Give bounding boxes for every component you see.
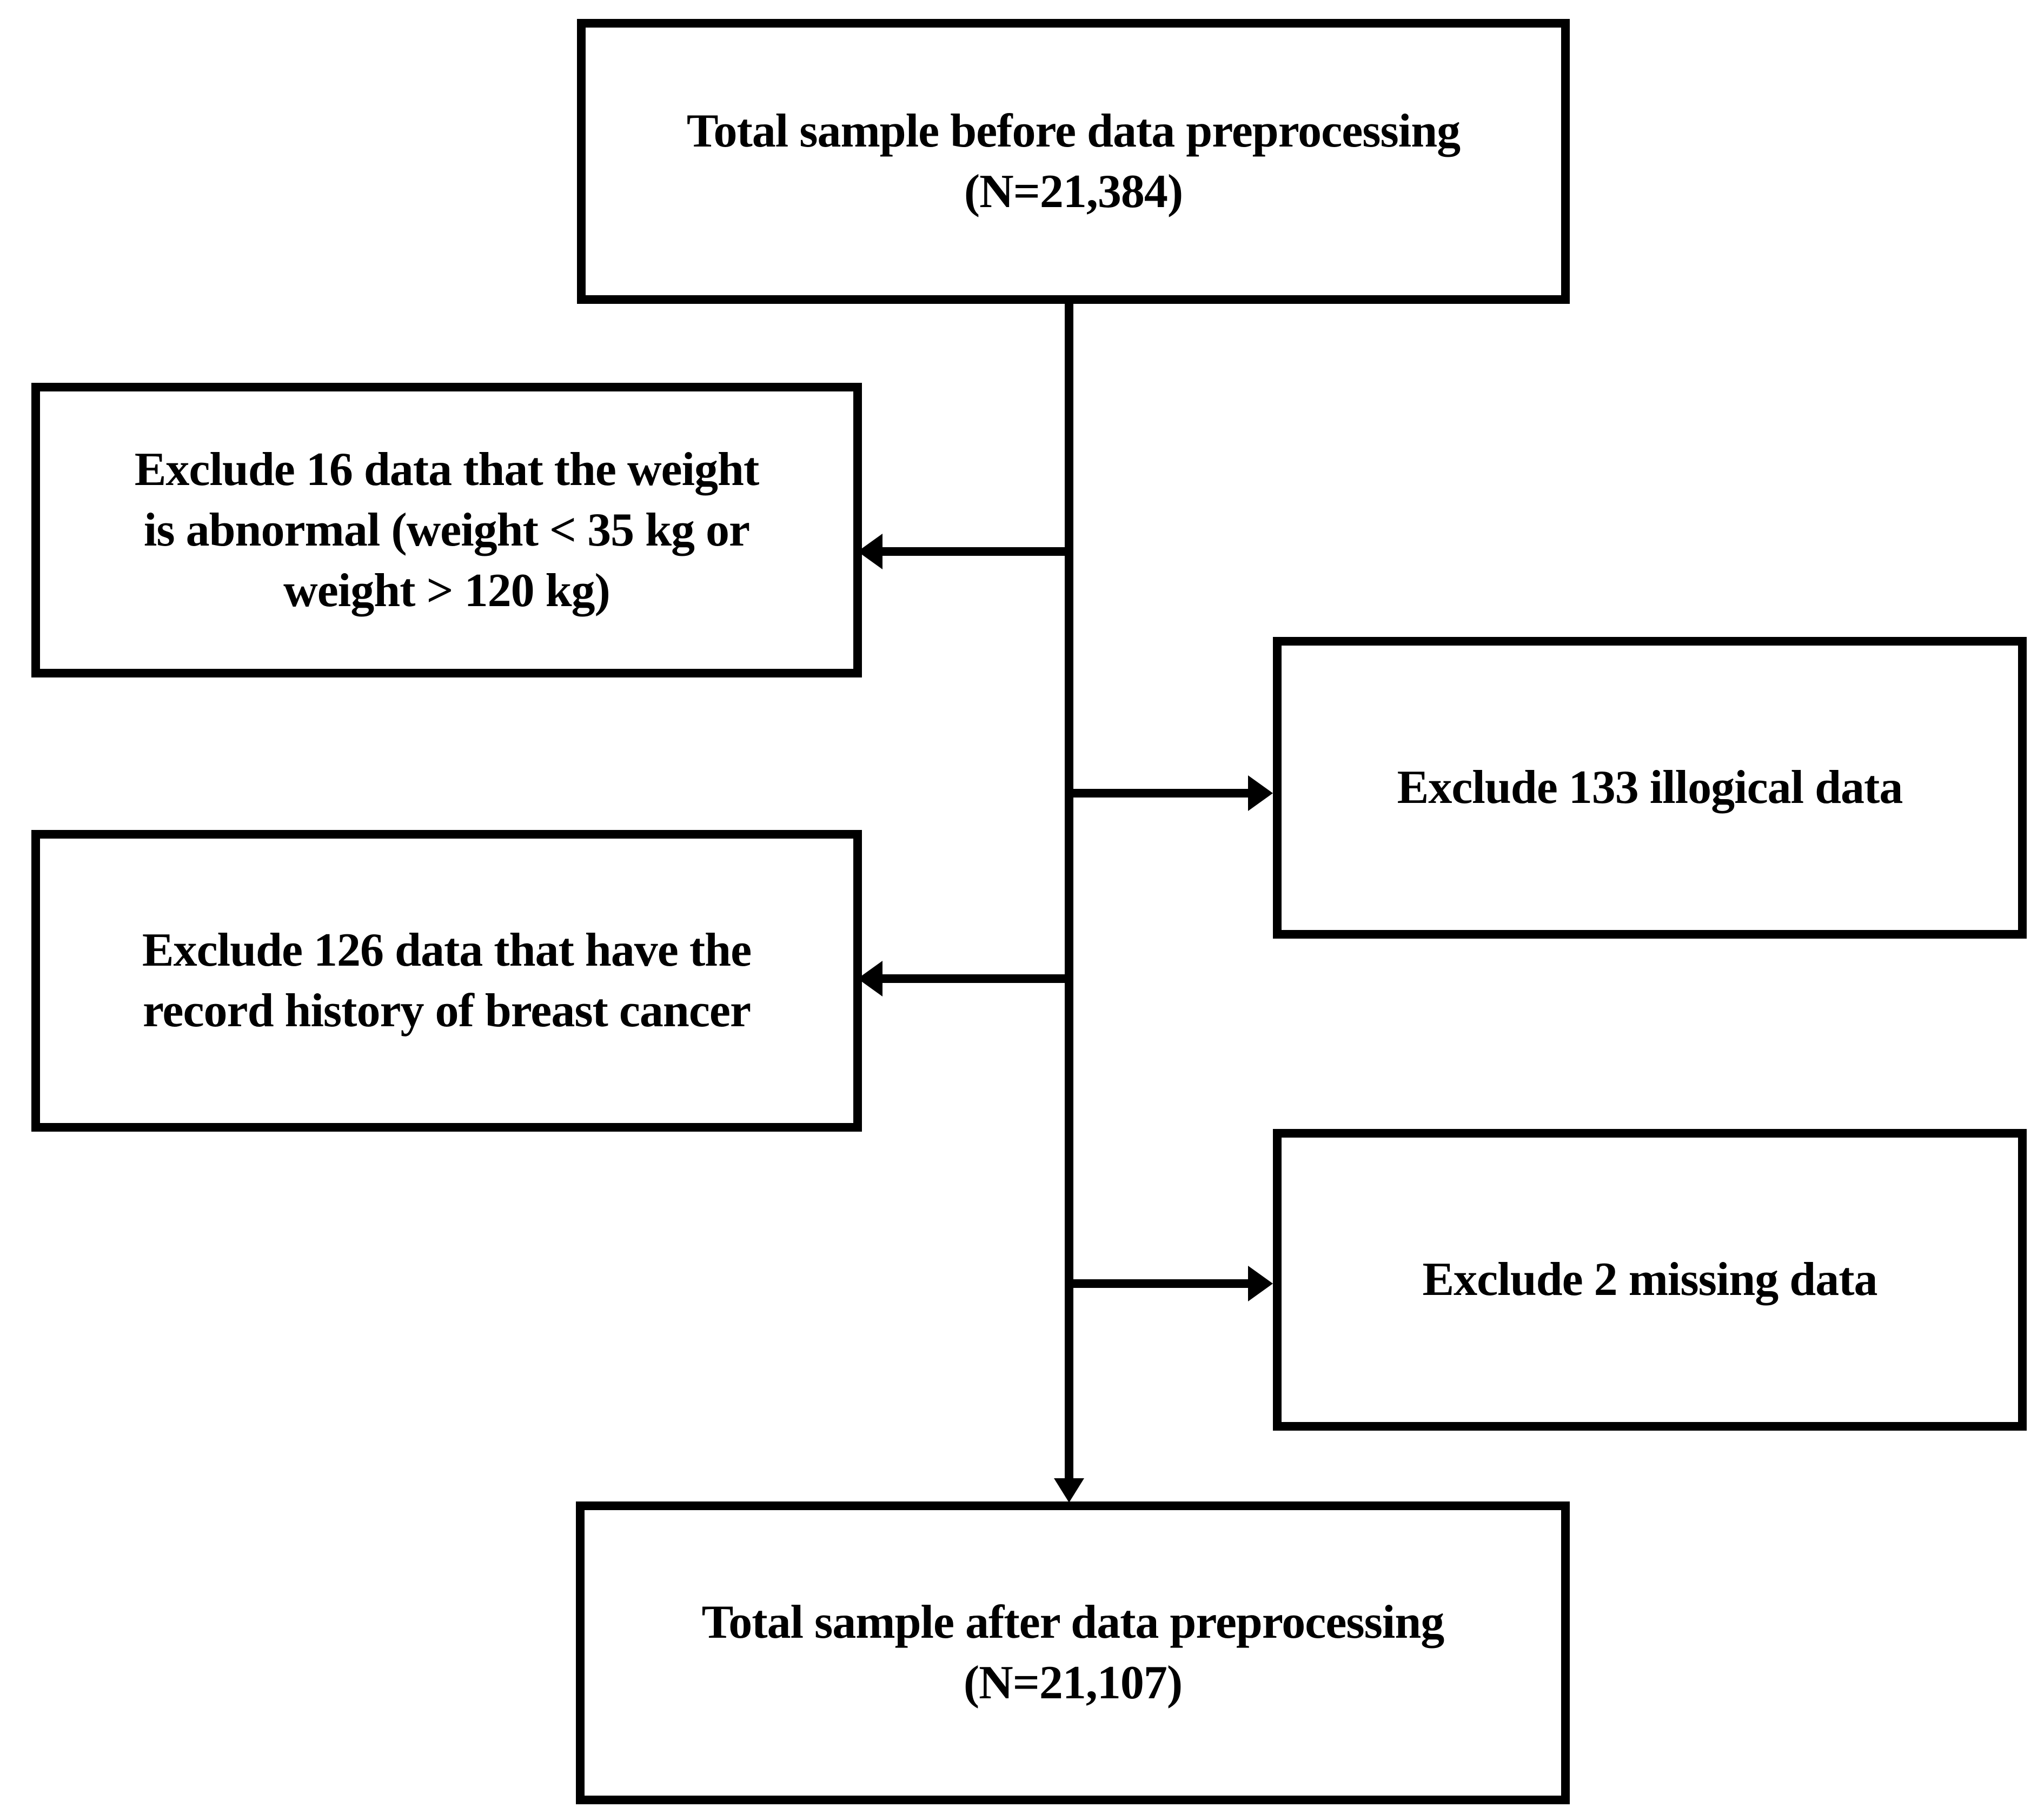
node-exclude-breast-cancer-history: Exclude 126 data that have the record hi… xyxy=(31,830,862,1132)
node-text-line: Total sample after data preprocessing xyxy=(701,1596,1445,1649)
node-text-line: Exclude 2 missing data xyxy=(1422,1253,1877,1306)
node-text-line: Total sample before data preprocessing xyxy=(686,104,1461,157)
node-exclude-illogical: Exclude 133 illogical data xyxy=(1273,637,2027,939)
arrowhead-left-icon xyxy=(858,534,882,569)
node-total-sample-before: Total sample before data preprocessing (… xyxy=(577,19,1570,304)
node-text-line: record history of breast cancer xyxy=(142,985,751,1037)
node-text-line: is abnormal (weight < 35 kg or xyxy=(143,503,750,556)
node-text-line: Exclude 133 illogical data xyxy=(1397,761,1903,814)
connector-to-exclude-weight xyxy=(882,547,1073,556)
node-total-sample-after: Total sample after data preprocessing (N… xyxy=(576,1501,1570,1804)
connector-to-exclude-illogical xyxy=(1065,789,1248,798)
arrowhead-right-icon xyxy=(1248,775,1273,811)
node-exclude-abnormal-weight: Exclude 16 data that the weight is abnor… xyxy=(31,383,862,677)
connector-to-exclude-breast-cancer xyxy=(882,974,1073,983)
connector-to-exclude-missing xyxy=(1065,1279,1248,1288)
arrowhead-left-icon xyxy=(858,961,882,996)
trunk-connector-line xyxy=(1065,303,1073,1478)
node-text-line: Exclude 126 data that have the xyxy=(142,924,752,976)
node-text-line: Exclude 16 data that the weight xyxy=(134,443,760,496)
node-text-line: (N=21,107) xyxy=(963,1657,1183,1709)
arrowhead-right-icon xyxy=(1248,1266,1273,1301)
node-exclude-missing: Exclude 2 missing data xyxy=(1273,1129,2027,1431)
arrowhead-down-icon xyxy=(1054,1478,1084,1503)
node-text-line: (N=21,384) xyxy=(964,165,1183,218)
node-text-line: weight > 120 kg) xyxy=(283,564,610,617)
